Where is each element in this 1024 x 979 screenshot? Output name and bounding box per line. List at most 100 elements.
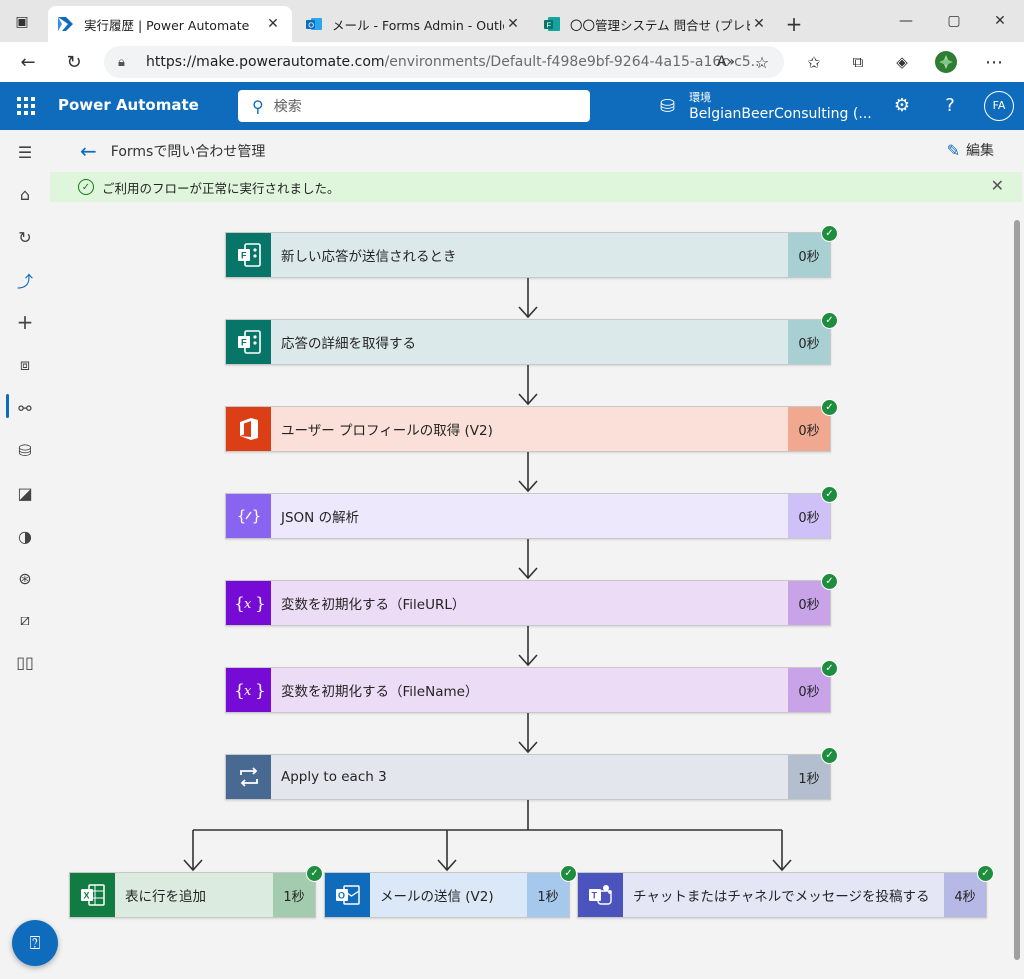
feedback-icon: ⍰ <box>29 932 41 954</box>
close-tab-icon[interactable]: ✕ <box>753 16 765 32</box>
templates-icon[interactable]: ⧈ <box>19 355 31 374</box>
feedback-button[interactable]: ⍰ <box>12 920 58 966</box>
success-check-icon: ✓ <box>821 486 838 503</box>
power-automate-icon <box>58 16 74 32</box>
my-flows-icon[interactable]: ⤴ <box>16 272 33 291</box>
tab-outlook[interactable]: O メール - Forms Admin - Outlook ✕ <box>296 6 532 42</box>
flow-step-duration: 0秒 <box>788 407 830 451</box>
edit-button[interactable]: ✎ 編集 <box>947 140 994 160</box>
forms-icon: F <box>544 16 560 32</box>
variable-icon: {x} <box>226 581 271 625</box>
tab-forms[interactable]: F 〇〇管理システム 問合せ (プレビュー) ✕ <box>534 6 778 42</box>
svg-text:F: F <box>547 21 552 30</box>
tab-title: 実行履歴 | Power Automate <box>84 17 250 33</box>
refresh-icon[interactable]: ↻ <box>66 51 82 73</box>
svg-text:F: F <box>241 338 247 348</box>
svg-text:O: O <box>308 21 314 30</box>
monitor-icon[interactable]: ◪ <box>17 483 33 503</box>
outlook-icon: O <box>325 873 370 917</box>
avatar[interactable]: FA <box>984 91 1014 121</box>
banner-message: ご利用のフローが正常に実行されました。 <box>102 180 340 196</box>
tab-actions-icon[interactable]: ▣ <box>15 14 29 30</box>
tab-run-history[interactable]: 実行履歴 | Power Automate ✕ <box>48 6 292 42</box>
collections-icon[interactable]: ⧉ <box>852 53 864 71</box>
favorites-icon[interactable]: ✩ <box>807 52 821 72</box>
solutions-icon[interactable]: ⧄ <box>19 610 31 629</box>
close-icon[interactable]: ✕ <box>990 176 1004 195</box>
ai-hub-icon[interactable]: ◑ <box>18 526 32 546</box>
back-arrow-icon[interactable]: ← <box>20 51 36 73</box>
app-title[interactable]: Power Automate <box>58 96 199 114</box>
address-bar[interactable]: 🔒︎ https://make.powerautomate.com /envir… <box>104 46 784 78</box>
minimize-icon[interactable]: — <box>899 13 913 29</box>
lock-icon: 🔒︎ <box>118 54 125 70</box>
app-launcher-icon[interactable] <box>14 94 38 118</box>
flow-step-title: 応答の詳細を取得する <box>281 336 416 352</box>
flow-step-card[interactable]: F 応答の詳細を取得する 0秒✓ <box>225 312 838 365</box>
checkmark-circle-icon: ✓ <box>78 179 94 195</box>
teams-icon: T <box>578 873 623 917</box>
create-icon[interactable]: + <box>16 310 34 334</box>
search-icon: ⚲ <box>252 96 264 116</box>
search-input[interactable]: ⚲ 検索 <box>238 90 590 122</box>
flow-step-duration: 0秒 <box>788 668 830 712</box>
profile-icon[interactable] <box>934 50 958 74</box>
svg-text:T: T <box>591 891 597 901</box>
svg-text:}: } <box>252 507 261 525</box>
selected-indicator <box>6 394 9 418</box>
office-icon <box>226 407 271 451</box>
flow-step-title: 新しい応答が送信されるとき <box>281 249 457 265</box>
flow-step-card[interactable]: {x}変数を初期化する（FileName）0秒✓ <box>225 660 838 713</box>
help-icon[interactable]: ? <box>945 95 955 116</box>
more-menu-icon[interactable]: ⋯ <box>985 51 1003 73</box>
close-tab-icon[interactable]: ✕ <box>267 16 279 32</box>
outlook-icon: O <box>306 16 322 32</box>
hamburger-menu-icon[interactable]: ☰ <box>17 142 33 162</box>
learn-icon[interactable]: ▯▯ <box>16 652 34 672</box>
read-aloud-icon[interactable]: A» <box>716 54 736 70</box>
environment-picker[interactable]: ⛁ 環境 BelgianBeerConsulting (... <box>660 86 872 126</box>
connectors-icon[interactable]: ⚯ <box>18 398 32 418</box>
success-check-icon: ✓ <box>821 225 838 242</box>
success-check-icon: ✓ <box>977 865 994 882</box>
breadcrumb: ← Formsで問い合わせ管理 <box>80 139 265 163</box>
flow-step-card[interactable]: {x}変数を初期化する（FileURL）0秒✓ <box>225 573 838 626</box>
edit-label: 編集 <box>966 143 994 159</box>
svg-text:X: X <box>83 891 89 901</box>
maximize-icon[interactable]: ▢ <box>947 13 961 29</box>
flow-step-card[interactable]: ユーザー プロフィールの取得 (V2)0秒✓ <box>225 399 838 452</box>
flow-step-title: 変数を初期化する（FileURL） <box>281 597 466 613</box>
success-banner: ✓ ご利用のフローが正常に実行されました。 ✕ <box>50 172 1022 202</box>
loop-icon <box>226 755 271 799</box>
home-icon[interactable]: ⌂ <box>19 184 31 204</box>
settings-gear-icon[interactable]: ⚙ <box>893 95 911 116</box>
forms-icon: F <box>226 233 271 277</box>
success-check-icon: ✓ <box>821 312 838 329</box>
pencil-icon: ✎ <box>946 140 960 160</box>
flow-step-duration: 0秒 <box>788 320 830 364</box>
favorite-star-icon[interactable]: ☆ <box>754 52 770 72</box>
new-tab-button[interactable]: + <box>785 12 803 36</box>
success-check-icon: ✓ <box>821 573 838 590</box>
process-mining-icon[interactable]: ⊛ <box>18 568 32 588</box>
close-window-icon[interactable]: ✕ <box>994 13 1006 29</box>
environment-icon: ⛁ <box>660 95 676 117</box>
data-icon[interactable]: ⛁ <box>18 440 32 460</box>
scrollbar[interactable] <box>1012 210 1022 970</box>
action-items-icon[interactable]: ↻ <box>18 227 32 247</box>
flow-step-duration: 1秒 <box>788 755 830 799</box>
flow-step-duration: 1秒 <box>527 873 569 917</box>
extensions-icon[interactable]: ◈ <box>896 53 908 71</box>
excel-icon: X <box>70 873 115 917</box>
variable-icon: {x} <box>226 668 271 712</box>
search-placeholder: 検索 <box>273 99 302 115</box>
flow-step-title: JSON の解析 <box>281 510 360 526</box>
close-tab-icon[interactable]: ✕ <box>507 16 519 32</box>
back-arrow-icon[interactable]: ← <box>80 139 97 163</box>
